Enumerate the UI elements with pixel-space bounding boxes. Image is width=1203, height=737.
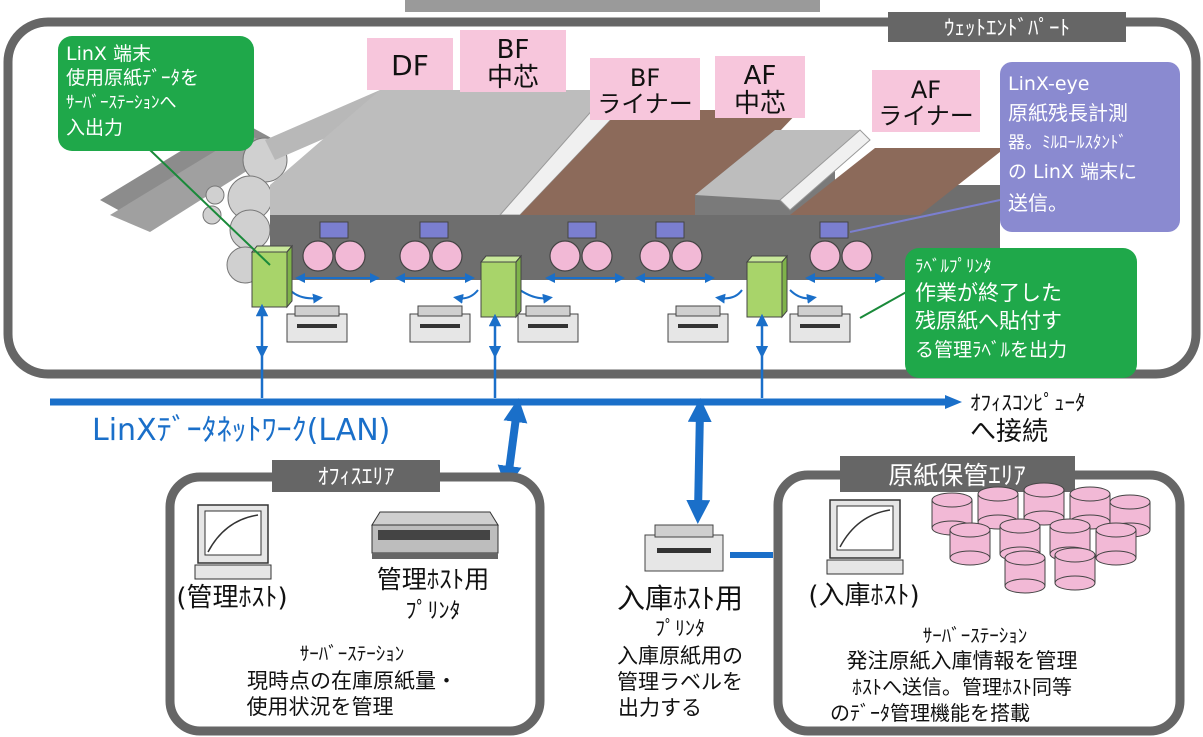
svg-text:ﾌﾟﾘﾝﾀ: ﾌﾟﾘﾝﾀ	[405, 599, 460, 624]
receiving-host-computer	[826, 499, 904, 575]
paper-rolls-stack	[931, 482, 1151, 594]
svg-text:DF: DF	[391, 49, 429, 82]
svg-text:原紙残長計測: 原紙残長計測	[1008, 101, 1128, 125]
svg-text:ﾌﾟﾘﾝﾀ: ﾌﾟﾘﾝﾀ	[655, 616, 705, 640]
receiving-printer-label: 入庫ﾎｽﾄ用	[617, 582, 743, 615]
lan-network	[50, 303, 962, 558]
svg-text:ｻｰﾊﾞｰｽﾃｰｼｮﾝへ: ｻｰﾊﾞｰｽﾃｰｼｮﾝへ	[66, 93, 177, 113]
wet-end-title: ｳｪｯﾄｴﾝﾄﾞﾊﾟｰﾄ	[944, 16, 1070, 40]
svg-text:LinX-eye: LinX-eye	[1008, 73, 1089, 95]
svg-text:の LinX 端末に: の LinX 端末に	[1008, 161, 1137, 183]
label-printer-callout: ﾗﾍﾞﾙﾌﾟﾘﾝﾀ 作業が終了した 残原紙へ貼付す る管理ﾗﾍﾞﾙを出力	[905, 248, 1137, 378]
svg-text:送信。: 送信。	[1008, 191, 1068, 215]
svg-text:ライナー: ライナー	[597, 90, 693, 118]
label-printers	[286, 305, 851, 343]
svg-text:ﾗﾍﾞﾙﾌﾟﾘﾝﾀ: ﾗﾍﾞﾙﾌﾟﾘﾝﾀ	[915, 257, 992, 277]
receiving-host-printer	[644, 524, 724, 572]
svg-text:AF: AF	[911, 76, 941, 104]
svg-text:使用原紙ﾃﾞｰﾀを: 使用原紙ﾃﾞｰﾀを	[66, 67, 199, 89]
roll-arrows	[289, 273, 885, 304]
section-label-bf-liner: BF ライナー	[590, 58, 700, 120]
svg-text:ﾎｽﾄへ送信。管理ﾎｽﾄ同等: ﾎｽﾄへ送信。管理ﾎｽﾄ同等	[852, 675, 1072, 699]
paper-storage-area: 原紙保管ｴﾘｱ (入庫ﾎｽﾄ) ｻｰﾊﾞｰｽﾃｰｼｮﾝ 発注原紙入庫情報を管理 …	[773, 456, 1185, 736]
svg-text:ライナー: ライナー	[878, 102, 974, 130]
management-host-computer	[194, 504, 272, 580]
svg-text:ｻｰﾊﾞｰｽﾃｰｼｮﾝ: ｻｰﾊﾞｰｽﾃｰｼｮﾝ	[923, 625, 1028, 647]
svg-text:作業が終了した: 作業が終了した	[915, 281, 1062, 305]
svg-text:入庫原紙用の: 入庫原紙用の	[617, 644, 743, 668]
management-host-printer	[371, 511, 499, 559]
network-label: LinXﾃﾞｰﾀﾈｯﾄﾜｰｸ(LAN)	[92, 413, 390, 448]
svg-text:ｻｰﾊﾞｰｽﾃｰｼｮﾝ: ｻｰﾊﾞｰｽﾃｰｼｮﾝ	[300, 643, 405, 665]
linx-eye-callout: LinX-eye 原紙残長計測 器。ﾐﾙﾛｰﾙｽﾀﾝﾄﾞ の LinX 端末に …	[1000, 62, 1180, 232]
wet-end-frame	[3, 17, 1201, 379]
section-label-bf-core: BF 中芯	[460, 30, 566, 93]
svg-text:BF: BF	[630, 64, 660, 92]
section-label-af-liner: AF ライナー	[872, 70, 980, 132]
linx-terminal-callout: LinX 端末 使用原紙ﾃﾞｰﾀを ｻｰﾊﾞｰｽﾃｰｼｮﾝへ 入出力	[58, 36, 254, 151]
svg-text:中芯: 中芯	[734, 89, 786, 119]
section-label-af-core: AF 中芯	[715, 56, 805, 119]
svg-text:AF: AF	[744, 61, 777, 91]
svg-text:管理ラベルを: 管理ラベルを	[617, 670, 743, 694]
office-computer-connection: ｵﾌｨｽｺﾝﾋﾟｭｰﾀ へ接続	[970, 391, 1086, 447]
svg-text:発注原紙入庫情報を管理: 発注原紙入庫情報を管理	[847, 649, 1078, 673]
svg-text:器。ﾐﾙﾛｰﾙｽﾀﾝﾄﾞ: 器。ﾐﾙﾛｰﾙｽﾀﾝﾄﾞ	[1008, 133, 1127, 153]
svg-text:使用状況を管理: 使用状況を管理	[247, 695, 394, 719]
svg-text:のﾃﾞｰﾀ管理機能を搭載: のﾃﾞｰﾀ管理機能を搭載	[830, 701, 1030, 725]
svg-text:る管理ﾗﾍﾞﾙを出力: る管理ﾗﾍﾞﾙを出力	[915, 339, 1067, 361]
linx-terminal-leader	[149, 149, 271, 266]
office-area-title: ｵﾌｨｽｴﾘｱ	[317, 465, 394, 490]
wet-end-title-box: ｳｪｯﾄｴﾝﾄﾞﾊﾟｰﾄ	[888, 12, 1126, 42]
receiving-host-label: (入庫ﾎｽﾄ)	[808, 581, 919, 611]
sensors	[319, 221, 849, 239]
svg-text:中芯: 中芯	[487, 63, 539, 93]
linx-eye-leader	[849, 199, 1001, 233]
svg-text:残原紙へ貼付す: 残原紙へ貼付す	[915, 309, 1062, 333]
svg-text:管理ﾎｽﾄ用: 管理ﾎｽﾄ用	[377, 565, 490, 594]
linx-terminals	[250, 244, 789, 319]
label-printer-leader	[859, 289, 911, 319]
office-area: ｵﾌｨｽｴﾘｱ (管理ﾎｽﾄ) 管理ﾎｽﾄ用 ﾌﾟﾘﾝﾀ ｻｰﾊﾞｰｽﾃｰｼｮﾝ…	[165, 460, 545, 736]
svg-text:LinX 端末: LinX 端末	[66, 43, 151, 65]
top-bar	[405, 0, 820, 12]
paper-roll-stands	[302, 240, 873, 272]
svg-text:へ接続: へ接続	[970, 417, 1048, 447]
svg-text:ｵﾌｨｽｺﾝﾋﾟｭｰﾀ: ｵﾌｨｽｺﾝﾋﾟｭｰﾀ	[970, 391, 1086, 415]
svg-text:入出力: 入出力	[66, 117, 123, 139]
svg-text:出力する: 出力する	[618, 696, 702, 720]
svg-text:現時点の在庫原紙量・: 現時点の在庫原紙量・	[247, 669, 457, 693]
management-host-label: (管理ﾎｽﾄ)	[176, 583, 287, 613]
svg-text:BF: BF	[497, 35, 530, 65]
storage-area-title: 原紙保管ｴﾘｱ	[888, 461, 1026, 490]
section-label-df: DF	[367, 38, 453, 90]
